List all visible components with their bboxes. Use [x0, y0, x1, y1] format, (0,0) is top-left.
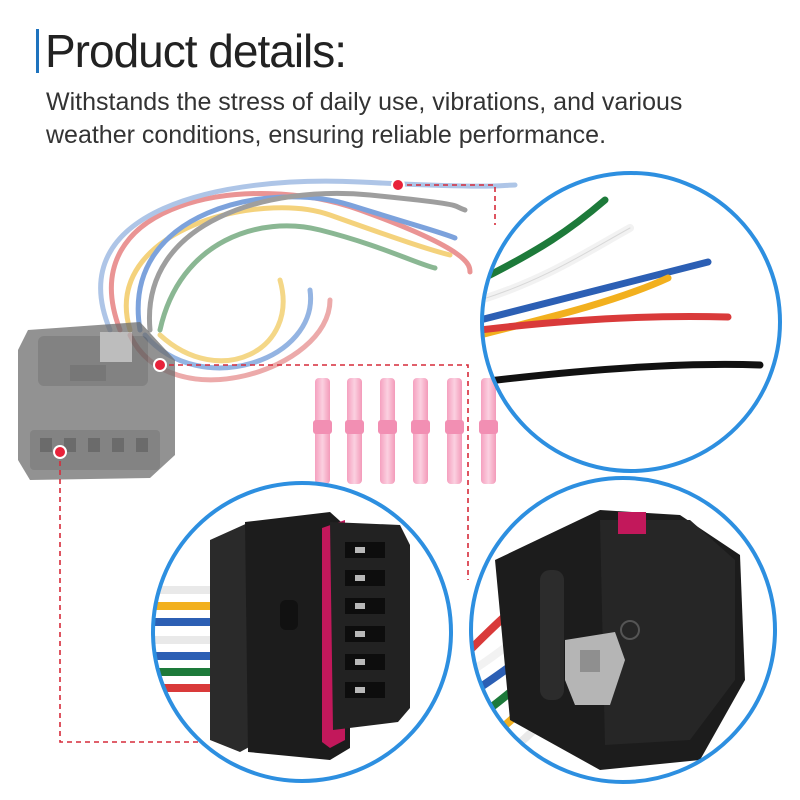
page-title: Product details: [45, 25, 347, 77]
butt-connector [378, 378, 397, 484]
callout-dot [153, 358, 167, 372]
product-description: Withstands the stress of daily use, vibr… [46, 88, 683, 149]
detail-circle-connector-side [151, 481, 453, 783]
connector [18, 322, 175, 480]
detail-circle-connector-back [469, 476, 777, 784]
title-row: Product details: [36, 25, 347, 77]
callout-dot [53, 445, 67, 459]
butt-connectors [313, 378, 498, 484]
callout-dot [391, 178, 405, 192]
callout-lines [59, 184, 496, 743]
accent-bar [36, 29, 39, 73]
butt-connector [411, 378, 430, 484]
header: Product details: [36, 25, 347, 77]
butt-connector [313, 378, 332, 484]
butt-connector [445, 378, 464, 484]
butt-connector [345, 378, 364, 484]
butt-connector [479, 378, 498, 484]
detail-circle-wires [480, 171, 782, 473]
